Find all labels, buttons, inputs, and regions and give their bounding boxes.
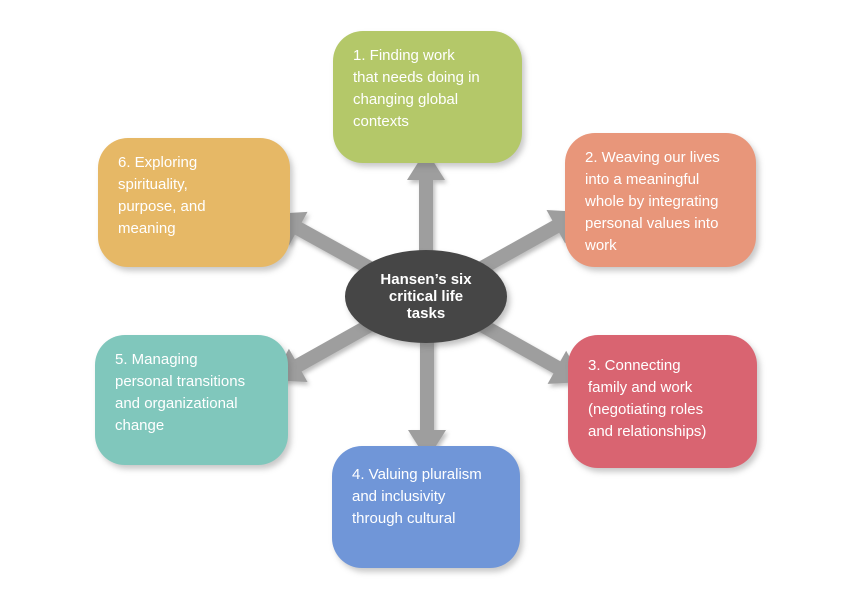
task-box-1-text: 1. Finding work that needs doing in chan…: [353, 47, 480, 130]
task-box-4: 4. Valuing pluralism and inclusivity thr…: [332, 446, 520, 568]
task-box-1: 1. Finding work that needs doing in chan…: [333, 31, 522, 163]
arrow-to-task-4-icon: [408, 292, 446, 460]
task-box-4-text: 4. Valuing pluralism and inclusivity thr…: [352, 466, 482, 527]
task-box-6: 6. Exploring spirituality, purpose, and …: [98, 138, 290, 267]
task-box-2: 2. Weaving our lives into a meaningful w…: [565, 133, 756, 267]
task-box-5: 5. Managing personal transitions and org…: [95, 335, 288, 465]
center-ellipse: Hansen’s six critical life tasks: [345, 250, 507, 343]
task-box-5-text: 5. Managing personal transitions and org…: [115, 351, 246, 434]
task-box-3-text: 3. Connecting family and work (negotiati…: [588, 357, 707, 440]
task-box-6-text: 6. Exploring spirituality, purpose, and …: [118, 154, 206, 237]
task-box-3: 3. Connecting family and work (negotiati…: [568, 335, 757, 468]
task-box-2-text: 2. Weaving our lives into a meaningful w…: [585, 149, 720, 254]
arrow-to-task-1-icon: [407, 150, 445, 300]
center-ellipse-label: Hansen’s six critical life tasks: [380, 271, 472, 322]
